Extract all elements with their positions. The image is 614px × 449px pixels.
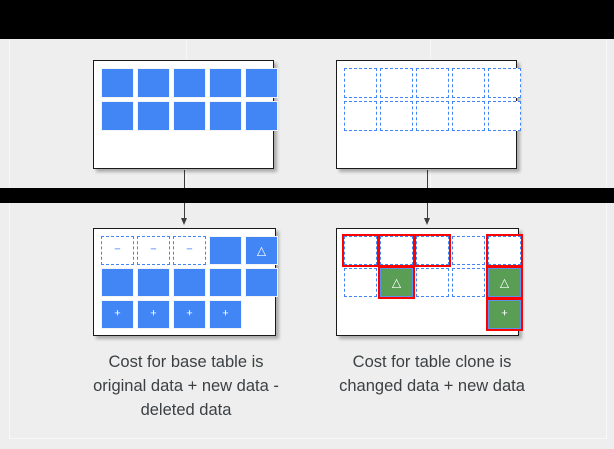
table-cell-blank [344,300,377,329]
table-cell-changed[interactable] [342,234,379,267]
table-clone-before-grid [344,68,521,131]
caption-base-table: Cost for base table is original data + n… [93,353,279,419]
table-cell-deleted[interactable]: − [137,236,170,265]
table-cell[interactable] [488,101,521,131]
table-cell[interactable] [245,101,278,131]
table-cell[interactable] [101,68,134,98]
table-cell[interactable] [416,101,449,131]
table-cell[interactable] [173,68,206,98]
table-cell-new[interactable]: + [209,300,242,329]
table-cell-new[interactable]: + [101,300,134,329]
table-cell[interactable] [209,68,242,98]
table-cell[interactable] [380,68,413,98]
table-cell-deleted[interactable]: − [173,236,206,265]
table-cell[interactable] [488,68,521,98]
table-cell[interactable] [452,268,485,297]
table-cell-new[interactable]: + [173,300,206,329]
table-cell-blank [245,300,278,329]
table-cell[interactable] [137,101,170,131]
arrow-head [424,218,430,225]
table-clone-after-grid: △ △ + [342,234,523,331]
base-table-after-grid: − − − △ + + + + [101,236,278,329]
base-table-after-card[interactable]: − − − △ + + + + [93,228,278,336]
caption-table-clone: Cost for table clone is changed data + n… [339,353,525,395]
table-cell-blank [452,300,485,329]
table-clone-after-card[interactable]: △ △ + [336,228,523,336]
table-cell-changed[interactable]: △ [245,236,278,265]
table-cell[interactable] [173,268,206,297]
table-cell-new[interactable]: + [137,300,170,329]
table-cell[interactable] [452,236,485,265]
guide-line-right [606,40,607,439]
table-cell-changed[interactable]: △ [378,266,415,299]
arrow-head [181,218,187,225]
guide-line-left-lower [9,203,10,439]
guide-line-left-upper [9,40,10,188]
table-cell[interactable] [209,268,242,297]
table-cell[interactable] [380,101,413,131]
letterbox-bar-top [0,0,614,39]
table-cell[interactable] [209,236,242,265]
base-table-before-card[interactable] [93,60,278,169]
table-cell[interactable] [209,101,242,131]
table-cell[interactable] [344,68,377,98]
table-cell[interactable] [101,268,134,297]
table-cell-changed[interactable] [414,234,451,267]
base-table-before-grid [101,68,278,131]
table-cell[interactable] [245,268,278,297]
table-cell-new[interactable]: + [486,298,523,331]
table-cell[interactable] [452,101,485,131]
table-cell[interactable] [245,68,278,98]
table-cell-deleted[interactable]: − [101,236,134,265]
table-cell[interactable] [137,68,170,98]
table-cell[interactable] [173,101,206,131]
table-cell-changed[interactable] [378,234,415,267]
table-clone-before-card[interactable] [336,60,521,169]
table-cell[interactable] [416,268,449,297]
table-cell[interactable] [101,101,134,131]
table-cell[interactable] [344,268,377,297]
table-cell[interactable] [416,68,449,98]
table-cell[interactable] [137,268,170,297]
letterbox-bar-middle [0,188,614,203]
table-cell-blank [380,300,413,329]
guide-line-bottom [9,438,607,439]
table-cell[interactable] [344,101,377,131]
table-cell-changed[interactable]: △ [486,266,523,299]
table-cell-blank [416,300,449,329]
table-cell-changed[interactable] [486,234,523,267]
table-cell[interactable] [452,68,485,98]
